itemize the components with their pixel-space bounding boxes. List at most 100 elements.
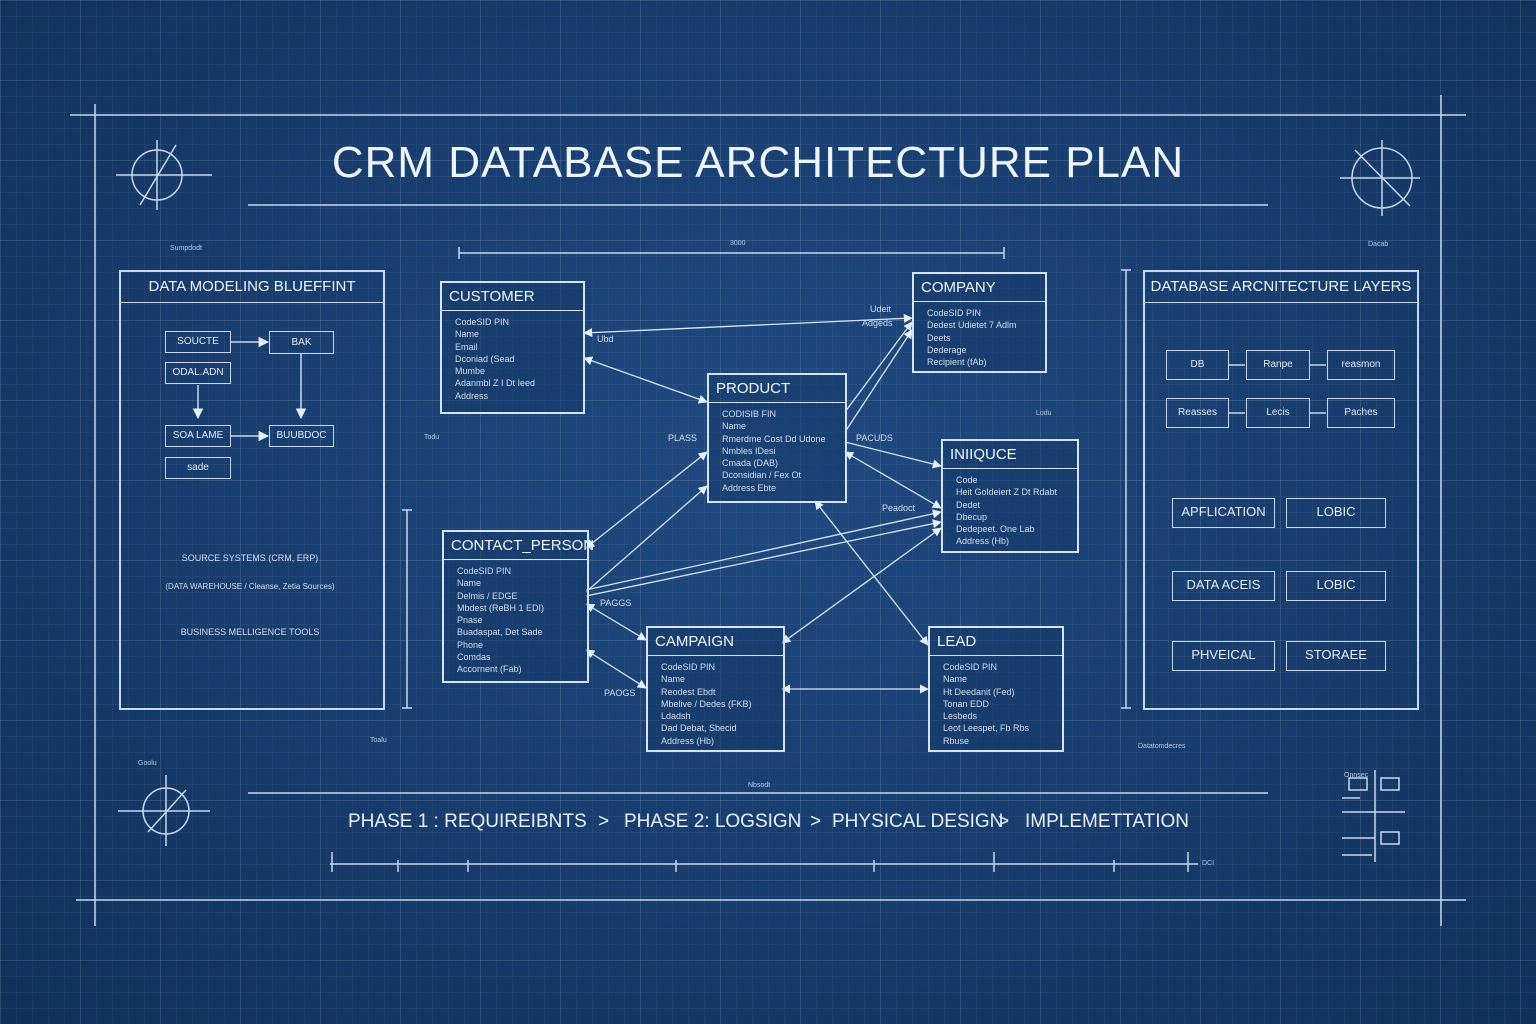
entity-customer-title: CUSTOMER: [442, 283, 583, 311]
rel-contact-product-2: [585, 485, 708, 593]
layer-box-ranpe: Ranpe: [1246, 350, 1310, 380]
annotation-label: Goolu: [138, 760, 157, 767]
annotation-label: 3000: [730, 240, 746, 247]
rel-product-lead: [814, 500, 929, 646]
entity-field: Address (Hb): [956, 536, 1010, 547]
layer-physical: PHVEICAL: [1172, 641, 1275, 671]
rel-label: Peadoct: [882, 503, 916, 513]
modeling-box-bak: BAK: [269, 331, 334, 354]
entity-field: Buadaspat, Det Sade: [457, 627, 543, 638]
rel-contact-invoice-2: [585, 519, 942, 597]
entity-company: COMPANY CodeSID PIN Dedest Udietet 7 Adl…: [912, 272, 1047, 373]
entity-invoice: INIIQUCE Code Heit Goldeiert Z Dt Rdabt …: [941, 439, 1079, 553]
entity-field: Dconiad (Sead: [455, 353, 515, 364]
entity-field: Delmis / EDGE: [457, 590, 518, 601]
layer-box-paches: Paches: [1327, 398, 1395, 428]
rel-label: Adgeds: [862, 318, 893, 328]
entity-field: CodeSID PIN: [943, 662, 998, 672]
entity-product-title: PRODUCT: [709, 375, 845, 403]
entity-lead-title: LEAD: [930, 628, 1062, 656]
entity-field: Dederage: [927, 344, 967, 355]
entity-field: Dad Debat, Sbecid: [661, 723, 737, 734]
annotation-label: Datatomdecres: [1138, 743, 1186, 750]
layer-data-access: DATA ACEIS: [1172, 571, 1275, 601]
rel-customer-product: [583, 356, 708, 404]
modeling-box-sade: sade: [165, 457, 231, 479]
rel-campaign-invoice: [781, 527, 942, 644]
modeling-box-buubdoc: BUUBDOC: [269, 425, 334, 447]
annotation-label: Nbsodt: [748, 782, 771, 789]
entity-field: Ldadsh: [661, 711, 691, 722]
rel-contact-campaign-1: [585, 603, 647, 641]
entity-field: Tonan EDD: [943, 698, 990, 709]
entity-field: CodeSID PIN: [661, 662, 716, 672]
entity-company-title: COMPANY: [914, 274, 1045, 302]
layer-logic-1: LOBIC: [1286, 498, 1386, 528]
entity-field: Mumbe: [455, 366, 486, 377]
entity-field: Lesbeds: [943, 711, 978, 722]
data-modeling-panel-title: DATA MODELING BLUEFFINT: [121, 272, 383, 303]
layer-box-db: DB: [1166, 350, 1229, 380]
entity-field: CodeSID PIN: [457, 566, 512, 576]
entity-field: Dconsidian / Fex Ot: [722, 470, 802, 481]
entity-field: Name: [457, 578, 482, 589]
rel-label: PAGGS: [600, 598, 632, 608]
entity-field: Pnase: [457, 615, 483, 626]
phase-implementation: IMPLEMETTATION: [1025, 811, 1189, 832]
entity-field: Name: [722, 421, 747, 432]
entity-field: Rmerdme Cost Dd Udone: [722, 433, 826, 444]
entity-field: CodeSID PIN: [455, 317, 510, 327]
entity-field: Mbdest (ReBH 1 EDI): [457, 602, 545, 613]
annotation-label: Onnsec: [1344, 772, 1369, 779]
rel-contact-campaign-2: [585, 649, 647, 689]
page-title: CRM DATABASE ARCHITECTURE PLAN: [331, 138, 1185, 187]
entity-field: Nmbles IDesi: [722, 445, 776, 456]
entity-field: Rbuse: [943, 735, 970, 746]
rel-label: PAOGS: [604, 688, 636, 698]
annotation-label: Todu: [424, 434, 440, 441]
entity-field: Address (Hb): [661, 735, 715, 746]
layer-box-reasmon: reasmon: [1327, 350, 1395, 380]
modeling-box-odal: ODAL.ADN: [165, 362, 231, 384]
phase-physical-design: PHYSICAL DESIGN: [832, 811, 1004, 832]
entity-customer: CUSTOMER CodeSID PIN Name Email Dconiad …: [440, 281, 585, 414]
entity-field: Comdas: [457, 652, 491, 663]
entity-field: Recipient (fAb): [927, 357, 987, 368]
rel-customer-company: [583, 313, 913, 338]
entity-field: Name: [455, 329, 480, 340]
entity-field: Name: [661, 674, 686, 685]
layer-application: APFLICATION: [1172, 498, 1275, 528]
chevron-right-icon: >: [810, 811, 822, 832]
chevron-right-icon: >: [998, 811, 1010, 832]
annotation-label: Lodu: [1036, 410, 1052, 417]
entity-field: Ht Deedanit (Fed): [943, 686, 1015, 697]
entity-campaign: CAMPAIGN CodeSID PIN Name Reodest Ebdt M…: [646, 626, 785, 752]
annotation-label: Toalu: [370, 737, 387, 744]
chevron-right-icon: >: [598, 811, 610, 832]
entity-contact-person: CONTACT_PERSON CodeSID PIN Name Delmis /…: [442, 530, 594, 683]
rel-product-invoice-1: [844, 441, 942, 469]
modeling-box-soa-lame: SOA LAME: [165, 425, 231, 447]
entity-field: Adanmbl Z I Dt Ieed: [455, 378, 536, 389]
entity-field: Dedest Udietet 7 Adlm: [927, 320, 1017, 331]
entity-field: Mbelive / Dedes (FKB): [661, 698, 752, 709]
entity-product: PRODUCT CODISIB FIN Name Rmerdme Cost Dd…: [707, 373, 847, 503]
modeling-note-source-systems: SOURCE SYSTEMS (CRM, ERP): [181, 553, 319, 563]
entity-field: Leot Leespet, Fb Rbs: [943, 723, 1030, 734]
rel-label: Udeit: [870, 304, 892, 314]
modeling-note-bi-tools: BUSINESS MELLIGENCE TOOLS: [180, 627, 320, 637]
layer-box-reasses: Reasses: [1166, 398, 1229, 428]
entity-field: CODISIB FIN: [722, 409, 777, 419]
entity-lead: LEAD CodeSID PIN Name Ht Deedanit (Fed) …: [928, 626, 1064, 752]
entity-field: Code: [956, 475, 978, 485]
annotation-label: Sumpdodt: [170, 245, 202, 252]
layer-box-lecis: Lecis: [1246, 398, 1310, 428]
entity-field: Reodest Ebdt: [661, 686, 716, 697]
entity-contact-person-title: CONTACT_PERSON: [444, 532, 594, 560]
annotation-label: DCI: [1202, 860, 1215, 867]
rel-product-company-1: [844, 321, 913, 413]
phase-requirements: PHASE 1 : REQUIREIBNTS: [348, 811, 587, 832]
data-modeling-panel: DATA MODELING BLUEFFINT: [119, 270, 385, 710]
